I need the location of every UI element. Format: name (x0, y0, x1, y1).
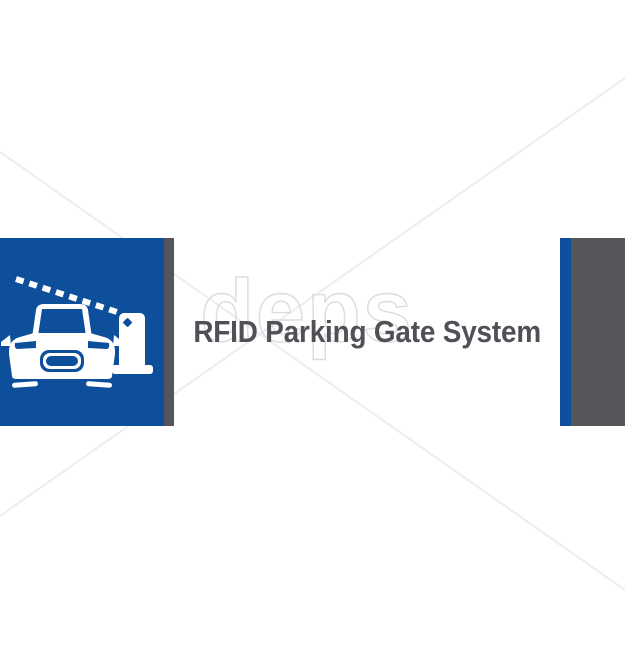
gate-pillar-icon (112, 313, 153, 374)
watermark-text: deps (200, 261, 413, 360)
accent-stripe-right (560, 238, 572, 426)
icon-panel (0, 238, 164, 426)
title-area: RFID Parking Gate System (174, 238, 560, 426)
watermark-diagonal-line (0, 77, 625, 517)
watermark-diagonal-line (0, 151, 625, 591)
edge-block-right (571, 238, 625, 426)
barrier-arm-icon (15, 276, 118, 315)
banner-title: RFID Parking Gate System (193, 314, 541, 349)
divider-strip-left (164, 238, 174, 426)
car-icon (1, 304, 123, 388)
parking-gate-icon (1, 276, 153, 388)
banner: RFID Parking Gate System (0, 238, 625, 426)
